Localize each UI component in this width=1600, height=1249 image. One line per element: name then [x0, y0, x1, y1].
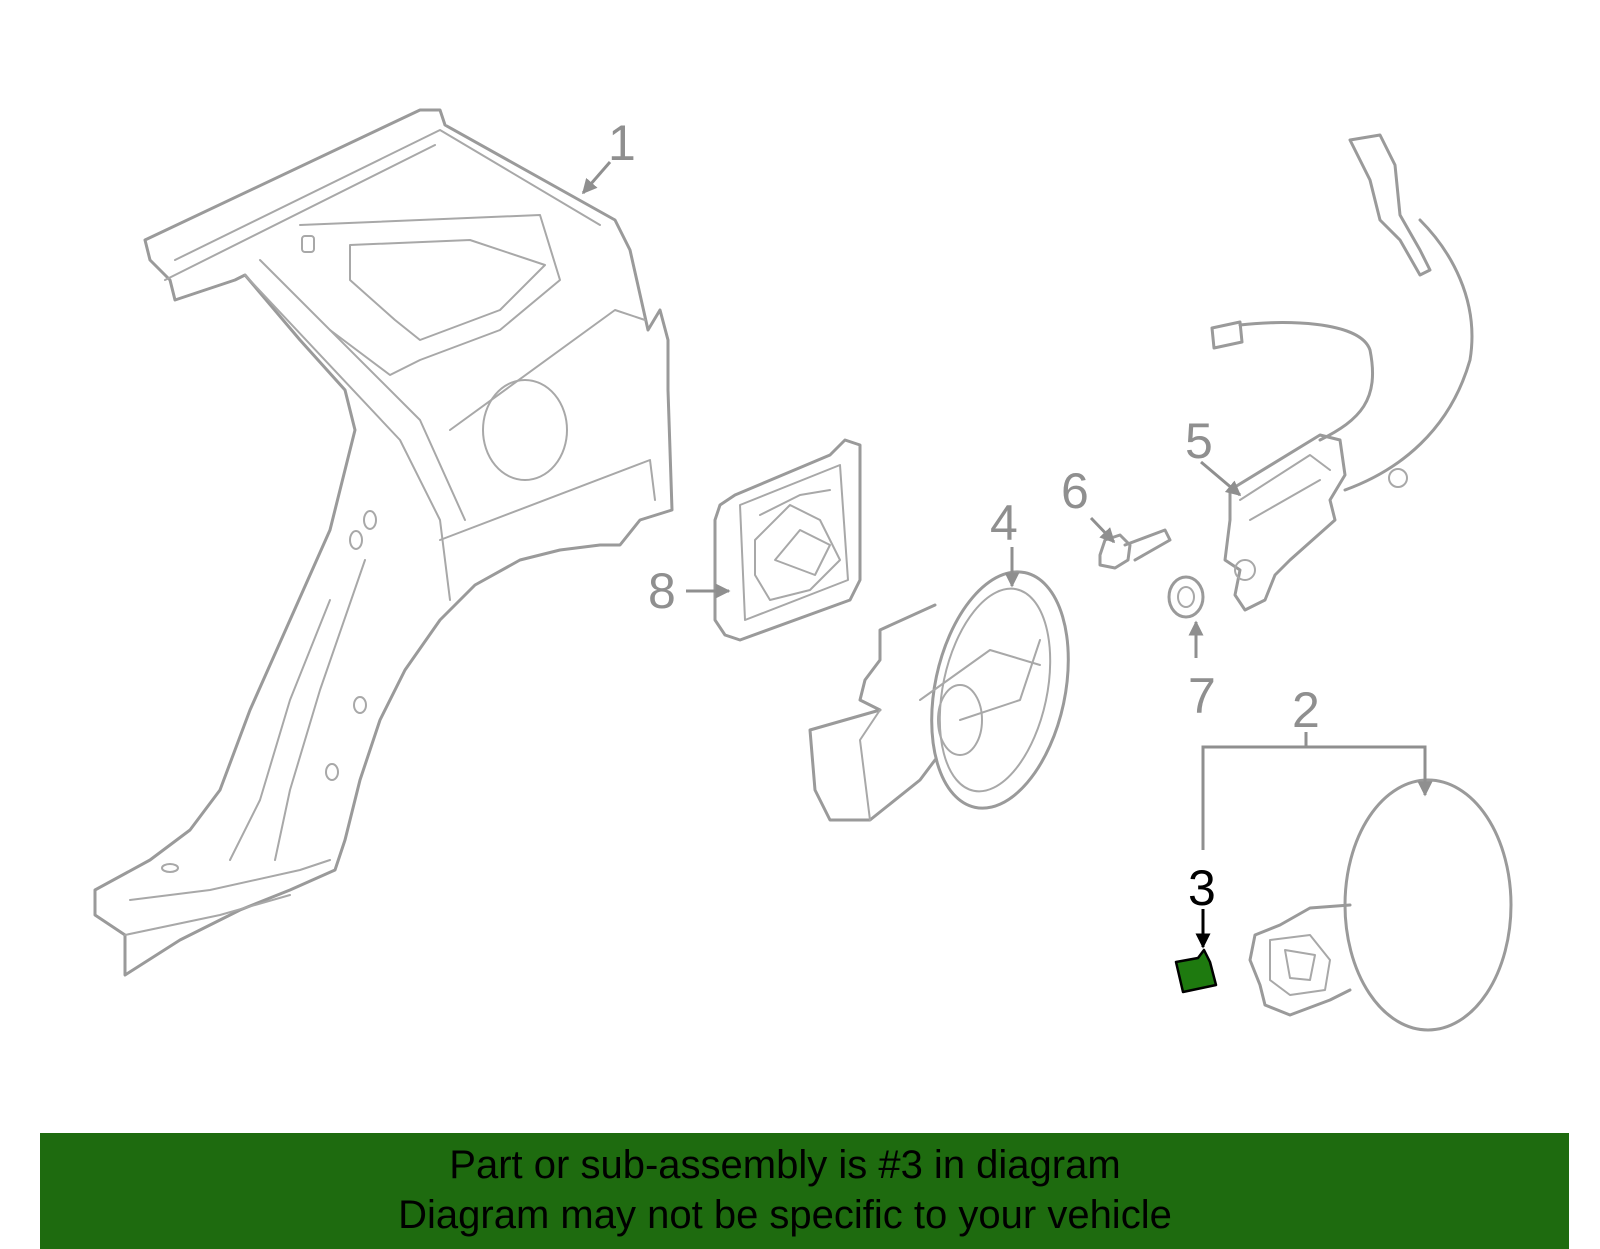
highlighted-clip-part	[1174, 948, 1218, 994]
actuator-part	[1210, 133, 1474, 612]
housing-bracket-part	[713, 438, 862, 642]
banner-line-disclaimer: Diagram may not be specific to your vehi…	[398, 1193, 1172, 1237]
quarter-panel-part	[93, 108, 674, 977]
filler-housing-part	[808, 570, 1070, 822]
callout-2: 2	[1292, 682, 1320, 738]
info-banner: Part or sub-assembly is #3 in diagram Di…	[40, 1133, 1569, 1249]
callout-8: 8	[648, 563, 676, 619]
callout-6: 6	[1061, 463, 1089, 519]
callout-4: 4	[990, 495, 1018, 551]
washer-part	[1167, 575, 1205, 619]
banner-line-part-number: Part or sub-assembly is #3 in diagram	[449, 1143, 1121, 1187]
callout-3: 3	[1188, 860, 1216, 916]
callout-1: 1	[608, 115, 636, 171]
bolt-part	[1098, 528, 1172, 570]
callout-5: 5	[1185, 413, 1213, 469]
callout-7: 7	[1188, 668, 1216, 724]
leader-lines	[581, 161, 1433, 949]
fuel-door-part	[1248, 778, 1513, 1032]
